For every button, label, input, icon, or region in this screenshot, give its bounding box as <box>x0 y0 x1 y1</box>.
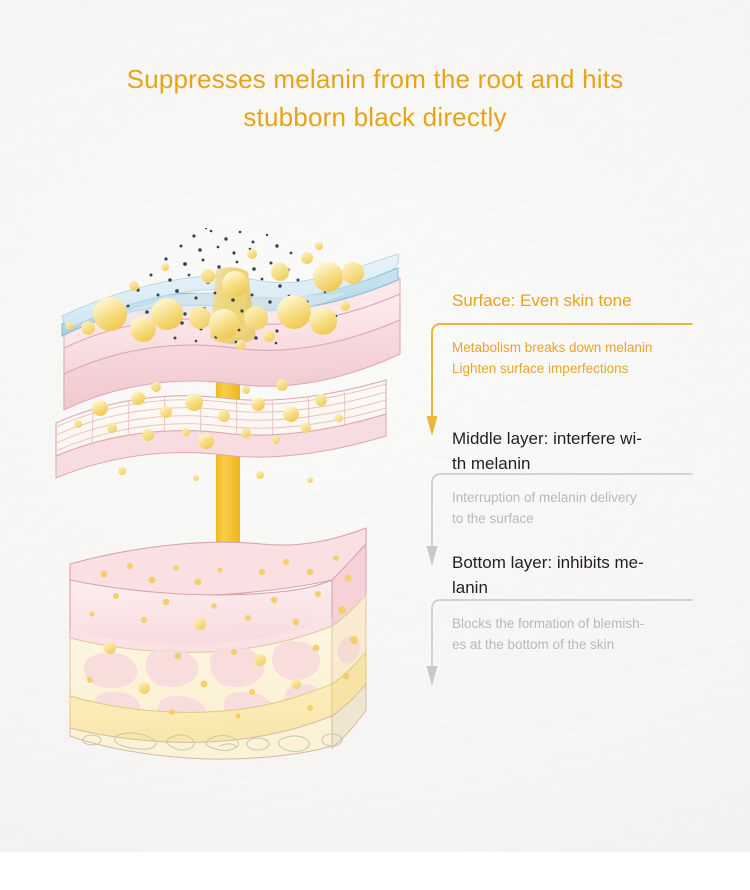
bracket-bottom <box>426 598 698 698</box>
bracket-surface <box>426 322 698 440</box>
dermis-block <box>69 527 367 760</box>
annotation-middle-body: Interruption of melanin delivery to the … <box>452 490 637 526</box>
annotation-surface-title: Surface: Even skin tone <box>452 291 632 310</box>
active-ingredient-spheres <box>66 242 364 350</box>
page-title: Suppresses melanin from the root and hit… <box>126 64 624 132</box>
annotation-middle-title: Middle layer: interfere wi- th melanin <box>452 429 642 473</box>
skin-cross-section-illustration <box>48 228 438 788</box>
annotation-bottom-body: Blocks the formation of blemish- es at t… <box>452 616 645 652</box>
dermis-particles <box>87 555 358 719</box>
annotation-surface-body: Metabolism breaks down melanin Lighten s… <box>452 340 653 376</box>
annotation-bottom-title: Bottom layer: inhibits me- lanin <box>452 553 644 597</box>
bracket-middle <box>426 472 698 572</box>
